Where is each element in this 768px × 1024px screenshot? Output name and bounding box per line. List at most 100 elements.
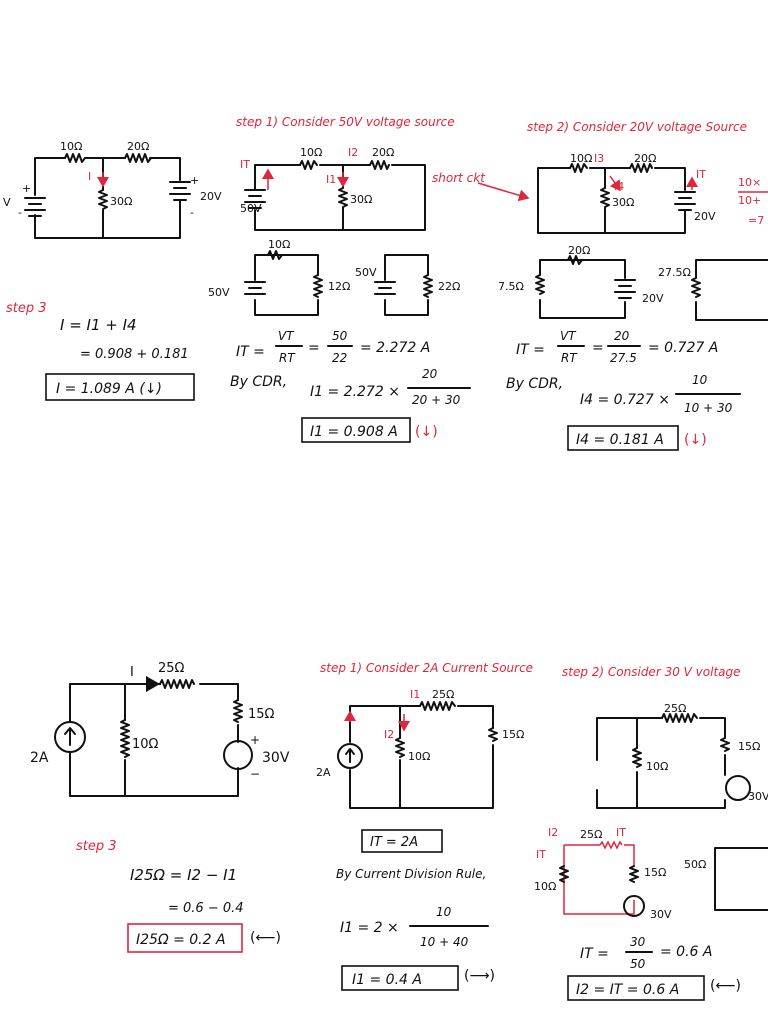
bottom-step1-num: 10 [436, 905, 452, 919]
top-step1-it: IT [240, 158, 250, 171]
top-step2-i4: I4 [614, 180, 624, 193]
bottom-step1-i1: I1 [410, 688, 420, 701]
bottom-step2-r50: 50Ω [684, 858, 706, 871]
bottom-step2-res: = 0.6 A [660, 944, 712, 960]
bottom-step1-i1-expr: I1 = 2 × [340, 920, 399, 936]
bottom-step2-result: I2 = IT = 0.6 A [576, 982, 679, 998]
bottom-step1-title: step 1) Consider 2A Current Source [320, 661, 533, 675]
bottom-step3-result: I25Ω = 0.2 A [136, 932, 226, 948]
top-step2-panel: step 2) Consider 20V voltage Source 10Ω … [498, 120, 768, 451]
bottom-step3-panel: step 3 I25Ω = I2 − I1 = 0.6 − 0.4 I25Ω =… [76, 839, 281, 953]
top-step1-src: 50V [240, 202, 262, 215]
top-step1-num: 20 [422, 367, 438, 381]
bottom-step2-mini-r25: 25Ω [580, 828, 602, 841]
top-step2-eq-r20: 20Ω [568, 244, 590, 257]
top-step2-side-1: 10+ [738, 194, 761, 207]
top-step2-n20: 20 [614, 329, 630, 343]
top-vright-label: 20V [200, 190, 222, 203]
bottom-step2-it2: IT [536, 848, 546, 861]
top-step2-r1: 10Ω [570, 152, 592, 165]
top-step2-eq-v: 20V [642, 292, 664, 305]
top-step2-i3: I3 [594, 152, 604, 165]
bottom-step3-line1: I25Ω = I2 − I1 [130, 866, 237, 884]
top-step3-line1: I = I1 + I4 [60, 316, 137, 334]
top-step2-res: = 0.727 A [648, 340, 718, 356]
bottom-step1-cdr: By Current Division Rule, [336, 867, 486, 881]
top-step1-d22: 22 [332, 351, 347, 365]
top-step2-title: step 2) Consider 20V voltage Source [527, 120, 747, 134]
top-step2-rt: RT [561, 351, 578, 365]
bottom-step2-src: 30V [748, 790, 768, 803]
bottom-step2-r10: 10Ω [646, 760, 668, 773]
bottom-i-label: I [130, 665, 134, 680]
top-step1-cdr: By CDR, [230, 374, 287, 390]
top-original-circuit: 10Ω 20Ω 30Ω V 20V I + + - - [3, 140, 222, 239]
top-step1-panel: step 1) Consider 50V voltage source 10Ω … [208, 115, 530, 443]
top-step1-eq-r12: 12Ω [328, 280, 350, 293]
top-step1-eq-v2: 50V [355, 266, 377, 279]
top-step1-dir: (↓) [415, 424, 438, 440]
top-step1-eq-r10: 10Ω [268, 238, 290, 251]
top-minus-right: - [190, 206, 194, 219]
top-step2-dir: (↓) [684, 432, 707, 448]
top-current-label: I [88, 170, 91, 183]
bottom-step3-title: step 3 [76, 839, 117, 854]
bottom-step2-mini-r15: 15Ω [644, 866, 666, 879]
bottom-step2-r15: 15Ω [738, 740, 760, 753]
top-step1-short: short ckt [432, 171, 486, 185]
bottom-step1-src: 2A [316, 766, 331, 779]
top-r1-label: 10Ω [60, 140, 82, 153]
top-step1-eq-r22: 22Ω [438, 280, 460, 293]
bottom-step1-r10: 10Ω [408, 750, 430, 763]
top-step3-title: step 3 [6, 301, 47, 316]
bottom-original-circuit: I 25Ω 15Ω 10Ω 2A 30V + − [30, 661, 290, 797]
top-step2-r2: 20Ω [634, 152, 656, 165]
bottom-step2-it-lhs: IT = [580, 946, 609, 962]
top-step1-vt: VT [278, 329, 295, 343]
top-step1-i2: I2 [348, 146, 358, 159]
top-step1-i1: I1 [326, 173, 336, 186]
top-step2-eq-r75: 7.5Ω [498, 280, 524, 293]
bottom-src-i-label: 2A [30, 750, 49, 766]
top-step2-d275: 27.5 [610, 351, 637, 365]
bottom-step1-r15: 15Ω [502, 728, 524, 741]
bottom-step2-mini-r10: 10Ω [534, 880, 556, 893]
bottom-r25-label: 25Ω [158, 661, 185, 676]
top-step3-panel: step 3 I = I1 + I4 = 0.908 + 0.181 I = 1… [6, 301, 195, 401]
bottom-step3-line2: = 0.6 − 0.4 [168, 901, 244, 916]
bottom-src-v-label: 30V [262, 750, 290, 766]
bottom-step2-i2: I2 [548, 826, 558, 839]
bottom-step1-panel: step 1) Consider 2A Current Source I1 25… [316, 661, 533, 991]
bottom-step1-i2: I2 [384, 728, 394, 741]
top-step1-result: I1 = 0.908 A [310, 424, 398, 440]
top-step3-line2: = 0.908 + 0.181 [80, 347, 189, 362]
top-step2-den: 10 + 30 [684, 401, 733, 415]
top-step2-i4-expr: I4 = 0.727 × [580, 392, 670, 408]
top-step1-it-lhs: IT = [236, 344, 265, 360]
bottom-step1-den: 10 + 40 [420, 935, 469, 949]
top-step2-it: IT [696, 168, 706, 181]
bottom-step1-it-box: IT = 2A [370, 835, 418, 850]
bottom-step2-title: step 2) Consider 30 V voltage [562, 665, 741, 679]
top-step1-res: = 2.272 A [360, 340, 430, 356]
top-step2-cdr: By CDR, [506, 376, 563, 392]
bottom-step2-dir: (⟵) [710, 978, 741, 994]
top-step1-rt: RT [279, 351, 296, 365]
bottom-step2-mini-src: 30V [650, 908, 672, 921]
top-step1-title: step 1) Consider 50V voltage source [236, 115, 455, 129]
bottom-step2-n30: 30 [630, 935, 646, 949]
top-vleft-label: V [3, 196, 11, 209]
top-step1-den: 20 + 30 [412, 393, 461, 407]
top-step1-r3: 30Ω [350, 193, 372, 206]
top-step1-eq-v1: 50V [208, 286, 230, 299]
top-step2-vt: VT [560, 329, 577, 343]
top-step1-eq: = [308, 340, 320, 356]
top-step2-src: 20V [694, 210, 716, 223]
bottom-step2-d50: 50 [630, 957, 646, 971]
top-minus-left: - [18, 206, 22, 219]
top-step2-side-0: 10× [738, 176, 761, 189]
top-step2-num: 10 [692, 373, 708, 387]
bottom-plus: + [250, 733, 260, 747]
bottom-step1-r25: 25Ω [432, 688, 454, 701]
bottom-step2-panel: step 2) Consider 30 V voltage 25Ω 10Ω 15… [534, 665, 768, 1001]
